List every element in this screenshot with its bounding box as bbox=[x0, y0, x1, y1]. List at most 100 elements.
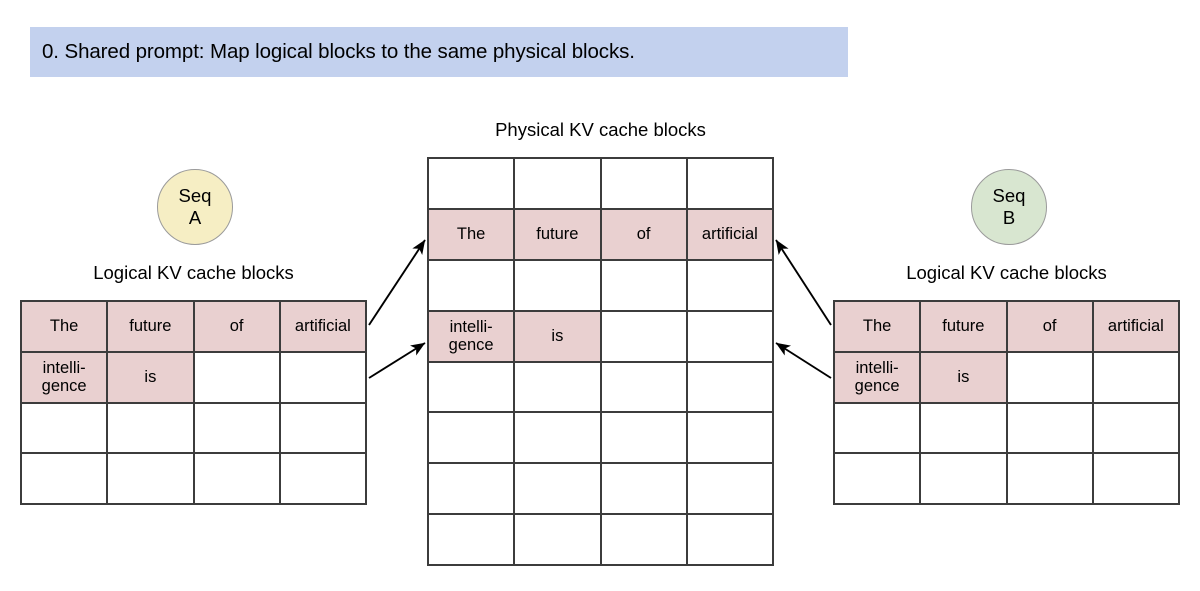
kv-cell bbox=[22, 454, 109, 505]
kv-cell: intelli-gence bbox=[429, 311, 516, 363]
kv-cell bbox=[601, 362, 688, 414]
kv-cell-text: future bbox=[536, 225, 579, 244]
kv-cell bbox=[687, 515, 774, 566]
kv-cell bbox=[429, 362, 516, 414]
kv-cell bbox=[429, 159, 516, 210]
kv-cell bbox=[429, 260, 516, 312]
kv-cell: artificial bbox=[687, 209, 774, 261]
kv-cell-text: is bbox=[551, 326, 564, 345]
kv-cell: The bbox=[22, 302, 109, 353]
kv-cell bbox=[194, 352, 281, 404]
kv-cell bbox=[921, 403, 1008, 455]
kv-cell-text: The bbox=[49, 317, 79, 336]
kv-cell bbox=[601, 311, 688, 363]
kv-cell bbox=[687, 413, 774, 465]
kv-cell bbox=[687, 464, 774, 516]
kv-cell bbox=[280, 352, 367, 404]
kv-cell-text: artificial bbox=[701, 225, 758, 244]
kv-cell bbox=[515, 260, 602, 312]
kv-cell: future bbox=[515, 209, 602, 261]
kv-cell bbox=[601, 464, 688, 516]
kv-cell-text: intelli-gence bbox=[448, 317, 494, 355]
seq-a-label-line2: A bbox=[188, 207, 202, 228]
shared-prompt-banner: 0. Shared prompt: Map logical blocks to … bbox=[30, 27, 848, 77]
kv-cell bbox=[687, 159, 774, 210]
kv-cell: artificial bbox=[280, 302, 367, 353]
kv-cell bbox=[1093, 352, 1180, 404]
kv-cell-text: The bbox=[456, 225, 486, 244]
kv-cell bbox=[1007, 403, 1094, 455]
seq-a-badge: Seq A bbox=[157, 169, 233, 245]
kv-cell-text: is bbox=[957, 367, 970, 386]
logical-kv-grid-seq-b: The future of artificial intelli-gence is bbox=[833, 300, 1180, 505]
kv-cell bbox=[280, 454, 367, 505]
arrow-right-row1-to-physical-row2 bbox=[775, 239, 832, 326]
seq-a-label-line1: Seq bbox=[178, 185, 212, 207]
kv-cell-text: artificial bbox=[294, 317, 351, 336]
kv-cell-text: intelli-gence bbox=[854, 358, 900, 396]
kv-cell bbox=[601, 260, 688, 312]
kv-cell bbox=[429, 413, 516, 465]
kv-cell: is bbox=[108, 352, 195, 404]
kv-cell: is bbox=[921, 352, 1008, 404]
seq-b-label-line1: Seq bbox=[992, 185, 1026, 207]
shared-prompt-text: 0. Shared prompt: Map logical blocks to … bbox=[42, 39, 635, 63]
kv-cell: of bbox=[194, 302, 281, 353]
kv-cell bbox=[921, 454, 1008, 505]
kv-cell bbox=[687, 260, 774, 312]
kv-cell bbox=[515, 515, 602, 566]
logical-blocks-caption-right: Logical KV cache blocks bbox=[906, 262, 1107, 283]
kv-cell bbox=[194, 454, 281, 505]
kv-cell-text: of bbox=[229, 317, 244, 336]
kv-cell bbox=[108, 454, 195, 505]
kv-cell bbox=[835, 403, 922, 455]
kv-cell: The bbox=[835, 302, 922, 353]
kv-cell bbox=[515, 413, 602, 465]
kv-cell: intelli-gence bbox=[22, 352, 109, 404]
physical-blocks-caption: Physical KV cache blocks bbox=[495, 119, 706, 140]
kv-cell bbox=[515, 464, 602, 516]
kv-cell: The bbox=[429, 209, 516, 261]
kv-cell bbox=[601, 515, 688, 566]
kv-cell bbox=[1007, 454, 1094, 505]
seq-b-badge: Seq B bbox=[971, 169, 1047, 245]
logical-kv-grid-seq-a: The future of artificial intelli-gence is bbox=[20, 300, 367, 505]
arrow-right-row2-to-physical-row4 bbox=[775, 342, 832, 379]
kv-cell bbox=[515, 362, 602, 414]
arrow-left-row2-to-physical-row4 bbox=[368, 342, 426, 379]
kv-cell-text: artificial bbox=[1107, 317, 1164, 336]
kv-cell-text: intelli-gence bbox=[41, 358, 87, 396]
kv-cell-text: of bbox=[636, 225, 651, 244]
kv-cell: future bbox=[921, 302, 1008, 353]
kv-cell bbox=[515, 159, 602, 210]
kv-cell: future bbox=[108, 302, 195, 353]
kv-cell: artificial bbox=[1093, 302, 1180, 353]
kv-cell bbox=[280, 403, 367, 455]
kv-cell bbox=[601, 413, 688, 465]
kv-cell bbox=[601, 159, 688, 210]
kv-cell bbox=[687, 362, 774, 414]
kv-cell bbox=[1093, 403, 1180, 455]
logical-blocks-caption-left: Logical KV cache blocks bbox=[93, 262, 294, 283]
kv-cell: of bbox=[601, 209, 688, 261]
physical-kv-grid: The future of artificial intelli-gence is bbox=[427, 157, 774, 566]
kv-cell-text: is bbox=[144, 367, 157, 386]
kv-cell bbox=[1007, 352, 1094, 404]
kv-cell-text: future bbox=[942, 317, 985, 336]
kv-cell-text: The bbox=[862, 317, 892, 336]
kv-cell-text: of bbox=[1042, 317, 1057, 336]
kv-cell bbox=[108, 403, 195, 455]
arrow-left-row1-to-physical-row2 bbox=[368, 239, 426, 326]
kv-cell: is bbox=[515, 311, 602, 363]
kv-cell bbox=[1093, 454, 1180, 505]
kv-cell bbox=[194, 403, 281, 455]
kv-cell bbox=[22, 403, 109, 455]
kv-cell bbox=[429, 515, 516, 566]
kv-cell-text: future bbox=[129, 317, 172, 336]
kv-cell: intelli-gence bbox=[835, 352, 922, 404]
kv-cell bbox=[429, 464, 516, 516]
kv-cell: of bbox=[1007, 302, 1094, 353]
seq-b-label-line2: B bbox=[1002, 207, 1016, 228]
kv-cell bbox=[687, 311, 774, 363]
